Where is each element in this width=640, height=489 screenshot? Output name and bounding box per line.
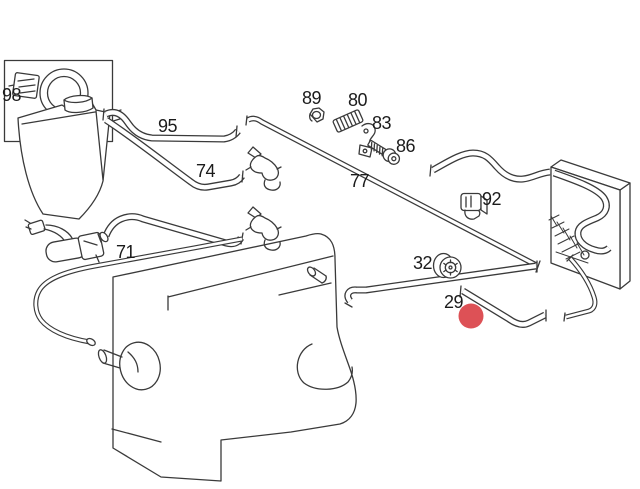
part-label-83[interactable]: 83 bbox=[372, 113, 392, 133]
part-label-32[interactable]: 32 bbox=[413, 253, 433, 273]
hose-29 bbox=[459, 285, 546, 324]
part-label-77[interactable]: 77 bbox=[350, 171, 370, 191]
clip-icon bbox=[460, 192, 488, 220]
selected-part-marker bbox=[458, 303, 484, 329]
clamp-bracket-icon bbox=[358, 122, 376, 158]
screw-icon bbox=[367, 139, 401, 165]
hose-to-engine bbox=[36, 239, 242, 347]
hose-right-elbow bbox=[563, 254, 595, 322]
hose-95 bbox=[102, 108, 238, 139]
part-label-92[interactable]: 92 bbox=[482, 189, 502, 209]
part-label-74[interactable]: 74 bbox=[196, 161, 216, 181]
hose-to-heat-exchanger bbox=[429, 153, 550, 179]
sleeve-icon bbox=[332, 109, 364, 133]
part-label-80[interactable]: 80 bbox=[348, 90, 368, 110]
heat-exchanger-panel bbox=[548, 159, 631, 290]
hose-clamp-icon bbox=[8, 68, 89, 118]
washer-pump-icon bbox=[24, 219, 105, 263]
grommet-icon bbox=[432, 252, 462, 279]
part-label-71[interactable]: 71 bbox=[116, 242, 136, 262]
part-label-86[interactable]: 86 bbox=[396, 136, 416, 156]
engine-block bbox=[97, 232, 357, 482]
vacuum-nipple-icon bbox=[306, 266, 327, 284]
distributor-icon bbox=[97, 341, 161, 391]
part-label-89[interactable]: 89 bbox=[302, 88, 322, 108]
hose-long-lower bbox=[345, 260, 537, 308]
reservoir-tank bbox=[17, 94, 124, 220]
part-label-98[interactable]: 98 bbox=[2, 85, 22, 105]
tank-cap-icon bbox=[63, 94, 94, 114]
hose-74 bbox=[106, 120, 243, 187]
inset-box-part-98 bbox=[3, 59, 114, 143]
nut-icon bbox=[308, 107, 325, 123]
hose-71 bbox=[99, 217, 243, 244]
part-label-29[interactable]: 29 bbox=[444, 292, 464, 312]
check-valve-icon bbox=[245, 146, 282, 191]
part-label-95[interactable]: 95 bbox=[158, 116, 178, 136]
